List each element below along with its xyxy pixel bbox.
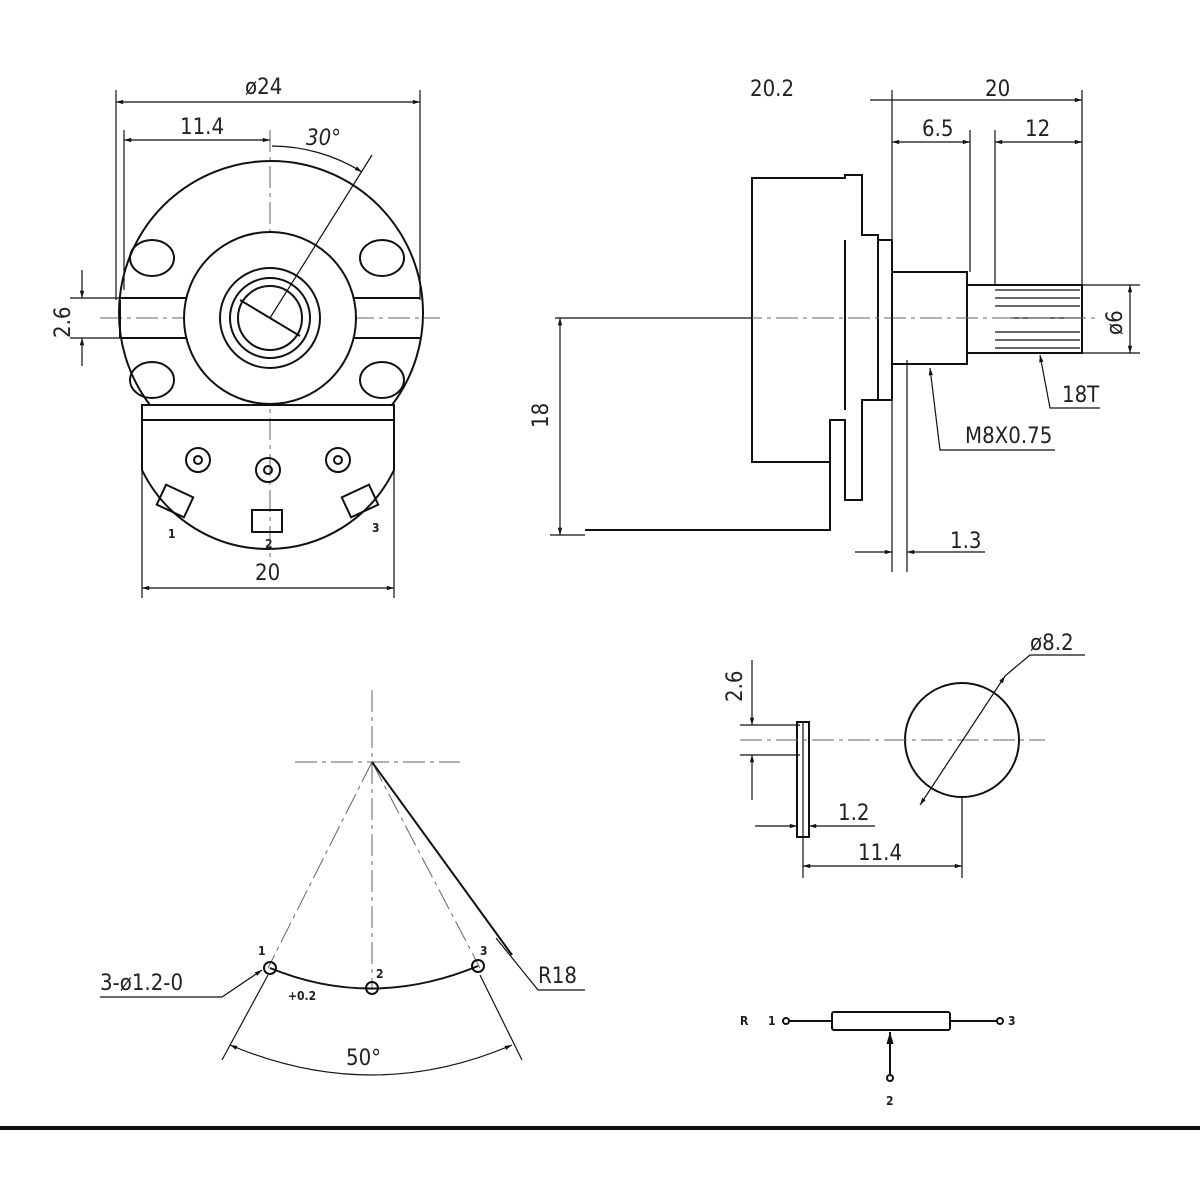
pin-label: 1 — [258, 944, 266, 958]
pin-label: 3 — [372, 521, 380, 535]
dim-label: R18 — [538, 964, 577, 989]
dim-label: ø8.2 — [1030, 631, 1074, 656]
dim-label: 30° — [306, 126, 341, 151]
dim-label: 2.6 — [51, 307, 76, 338]
side-view: 20.2 18 20 6.5 12 ø6 18T M8X0.75 — [529, 77, 1140, 572]
pin-label: 1 — [168, 527, 176, 541]
pin-label: 2 — [376, 967, 384, 981]
tab-detail-view: 2.6 ø8.2 1.2 11.4 — [723, 631, 1085, 878]
dim-label: 11.4 — [858, 841, 902, 866]
dim-label: 1.3 — [950, 529, 981, 554]
dim-label: 6.5 — [922, 117, 953, 142]
dim-label: 20 — [985, 77, 1010, 102]
pin-label: 2 — [886, 1094, 894, 1108]
pin-layout-view: 1 2 3 3-ø1.2-0 +0.2 50° R18 — [100, 690, 585, 1076]
dim-label: 18 — [529, 403, 554, 428]
resistor-schematic: R 1 3 2 — [740, 1011, 1016, 1108]
dim-label: 11.4 — [180, 115, 224, 140]
dim-label: M8X0.75 — [965, 424, 1052, 449]
pin-label: 3 — [1008, 1014, 1016, 1028]
pin-label: 3 — [480, 944, 488, 958]
dim-label: 20 — [255, 561, 280, 586]
dim-label: +0.2 — [288, 989, 316, 1003]
schematic-label: R — [740, 1014, 749, 1028]
dim-label: 1.2 — [838, 801, 869, 826]
pin-label: 2 — [265, 537, 273, 551]
dim-label: 2.6 — [723, 671, 748, 702]
pin-label: 1 — [768, 1014, 776, 1028]
dim-label: ø24 — [245, 75, 282, 100]
front-view: 1 2 3 ø24 11.4 30° 20 2.6 — [51, 75, 440, 598]
dim-label: 50° — [346, 1046, 381, 1071]
dim-label: 18T — [1062, 383, 1100, 408]
dim-label: 12 — [1025, 117, 1050, 142]
dim-label: ø6 — [1103, 310, 1128, 335]
dim-label: 20.2 — [750, 77, 794, 102]
dim-label: 3-ø1.2-0 — [100, 971, 183, 996]
